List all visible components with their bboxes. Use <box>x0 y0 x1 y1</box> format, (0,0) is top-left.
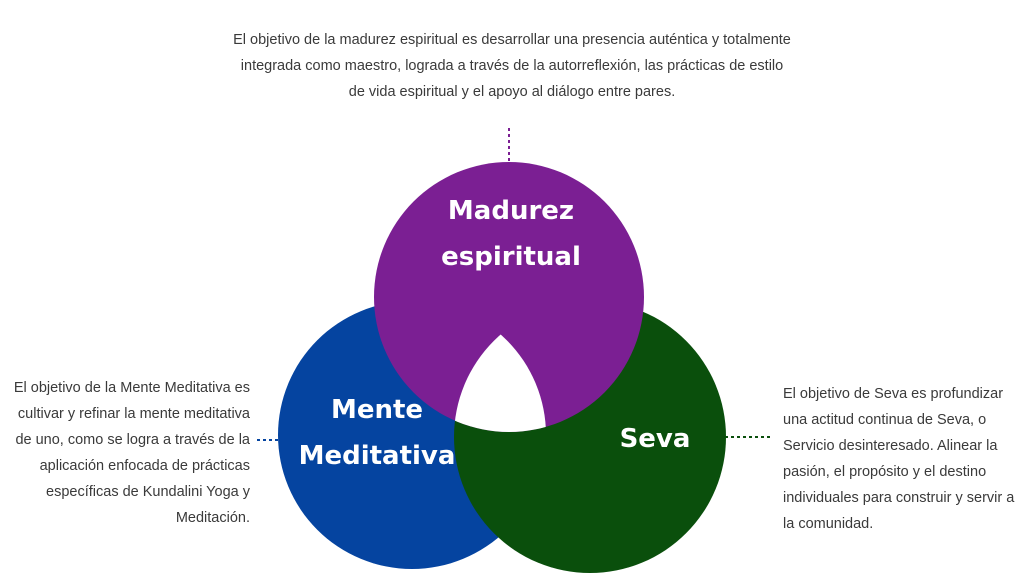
mente-label-line1: Mente <box>331 395 423 425</box>
madurez-espiritual-circle <box>374 162 644 432</box>
seva-label: Seva <box>620 424 691 454</box>
madurez-label-line1: Madurez <box>448 196 574 226</box>
madurez-label-line2: espiritual <box>441 242 581 272</box>
mente-description: El objetivo de la Mente Meditativa es cu… <box>13 380 250 526</box>
madurez-description: El objetivo de la madurez espiritual es … <box>233 32 791 100</box>
seva-description: El objetivo de Seva es profundizar una a… <box>783 386 1015 532</box>
mente-label-line2: Meditativa <box>299 441 456 471</box>
